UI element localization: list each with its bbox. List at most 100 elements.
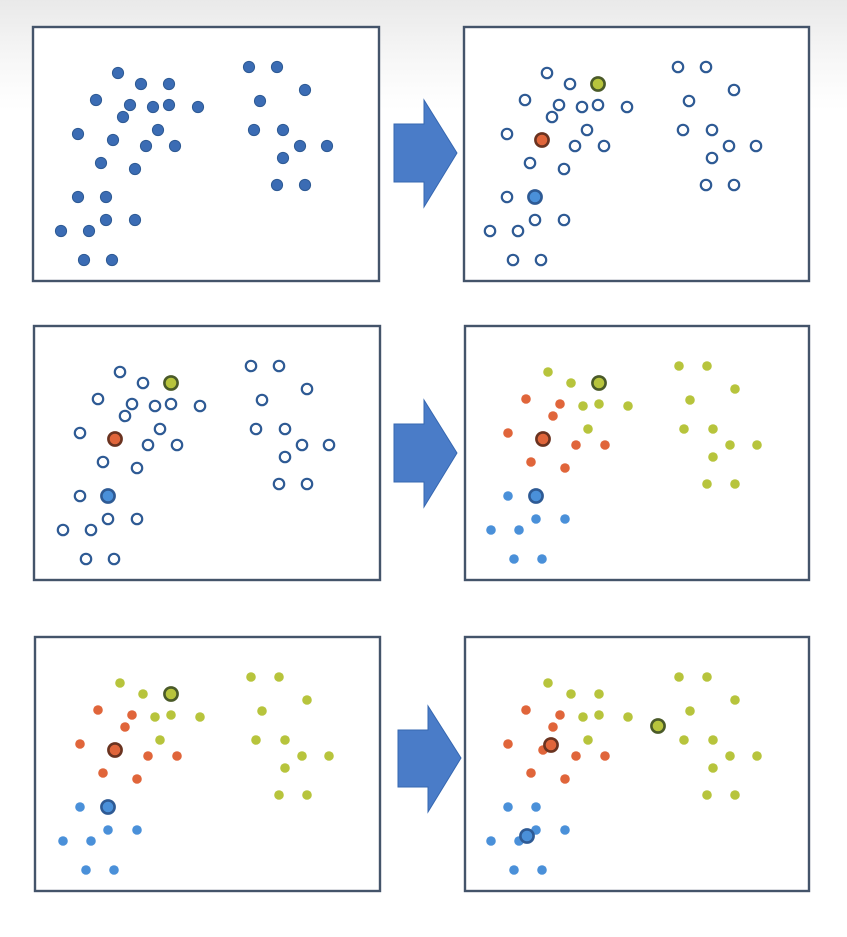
data-point [134,77,148,91]
data-point [128,213,142,227]
green-cluster-point [195,712,205,722]
red-centroid [543,737,559,753]
blue-cluster-point [58,836,68,846]
panel-frame [463,324,811,582]
data-point [146,100,160,114]
red-cluster-point [503,428,513,438]
unassigned-point [705,123,719,137]
unassigned-point [500,190,514,204]
blue-cluster-point [531,514,541,524]
unassigned-point [591,98,605,112]
data-point [151,123,165,137]
red-centroid [534,132,550,148]
unassigned-point [483,224,497,238]
data-point [242,60,256,74]
green-cluster-point [280,735,290,745]
unassigned-point [557,213,571,227]
red-cluster-point [555,710,565,720]
red-cluster-point [120,722,130,732]
data-point [270,178,284,192]
red-cluster-point [600,751,610,761]
unassigned-point [727,83,741,97]
data-point [71,127,85,141]
data-point [94,156,108,170]
blue-cluster-point [537,865,547,875]
red-cluster-point [571,440,581,450]
data-point [298,83,312,97]
unassigned-point [255,393,269,407]
unassigned-point [300,477,314,491]
green-cluster-point [674,361,684,371]
data-point [89,93,103,107]
green-cluster-point [594,689,604,699]
unassigned-point [130,461,144,475]
unassigned-point [56,523,70,537]
panel-centroids-hollow-points [32,324,382,582]
panel-frame [463,635,811,893]
unassigned-point [557,162,571,176]
data-point [99,213,113,227]
red-cluster-point [127,710,137,720]
green-cluster-point [708,452,718,462]
unassigned-point [295,438,309,452]
unassigned-point [84,523,98,537]
green-cluster-point [566,378,576,388]
red-cluster-point [93,705,103,715]
red-cluster-point [521,394,531,404]
red-cluster-point [143,751,153,761]
step-2 [32,324,811,582]
unassigned-point [278,422,292,436]
green-cluster-point [543,678,553,688]
green-cluster-point [324,751,334,761]
green-cluster-point [280,763,290,773]
unassigned-point [113,365,127,379]
green-centroid [163,686,179,702]
data-point [247,123,261,137]
data-point [54,224,68,238]
green-cluster-point [725,751,735,761]
green-cluster-point [155,735,165,745]
data-point [123,98,137,112]
green-cluster-point [623,401,633,411]
green-centroid [591,375,607,391]
green-cluster-point [702,672,712,682]
unassigned-point [534,253,548,267]
blue-centroid [100,488,116,504]
green-cluster-point [246,672,256,682]
data-point [320,139,334,153]
unassigned-point [91,392,105,406]
panel-frame [32,324,382,582]
unassigned-point [597,139,611,153]
green-cluster-point [708,735,718,745]
unassigned-point [101,512,115,526]
blue-cluster-point [560,514,570,524]
green-cluster-point [115,678,125,688]
right-arrow-icon [397,704,462,814]
unassigned-point [249,422,263,436]
green-cluster-point [257,706,267,716]
blue-centroid [519,828,535,844]
red-cluster-point [560,463,570,473]
unassigned-point [272,477,286,491]
green-cluster-point [674,672,684,682]
red-cluster-point [503,739,513,749]
data-point [293,139,307,153]
unassigned-point [699,60,713,74]
unassigned-point [300,382,314,396]
green-cluster-point [702,790,712,800]
unassigned-point [528,213,542,227]
green-cluster-point [730,384,740,394]
blue-cluster-point [531,802,541,812]
green-cluster-point [623,712,633,722]
red-cluster-point [548,411,558,421]
red-cluster-point [132,774,142,784]
unassigned-point [118,409,132,423]
data-point [82,224,96,238]
red-cluster-point [98,768,108,778]
unassigned-point [705,151,719,165]
blue-cluster-point [503,802,513,812]
unassigned-point [523,156,537,170]
right-arrow-icon [393,98,458,209]
green-centroid [650,718,666,734]
blue-cluster-point [503,491,513,501]
